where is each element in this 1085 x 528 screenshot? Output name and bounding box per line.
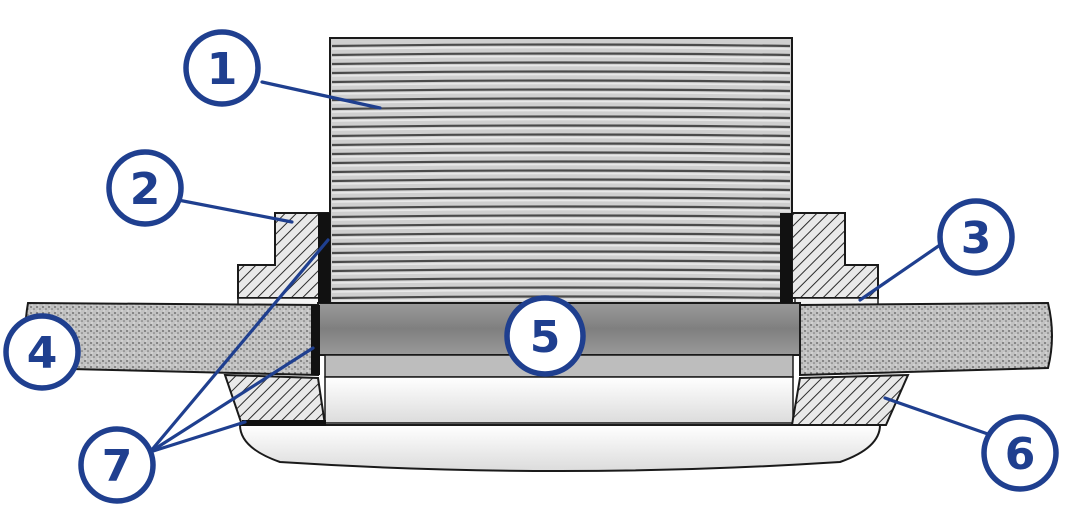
leader-2 [176, 198, 294, 224]
thread-groove [331, 196, 791, 201]
thread-groove [331, 268, 791, 273]
thread-groove [331, 223, 791, 228]
thread-groove [331, 205, 791, 210]
callout-1: 1 [183, 29, 261, 107]
callout-5: 5 [504, 295, 586, 377]
callout-7: 7 [78, 426, 156, 504]
leader-7b [148, 346, 315, 454]
svg-text:4: 4 [27, 328, 58, 379]
thread-highlight [331, 253, 791, 257]
thread-groove [331, 115, 791, 120]
leader-7c [148, 420, 247, 454]
thread-highlight [331, 235, 791, 239]
thread-highlight [331, 262, 791, 266]
thread-groove [331, 133, 791, 138]
callout-3: 3 [937, 198, 1015, 276]
sealant-beads [242, 213, 792, 426]
thread-highlight [331, 199, 791, 203]
thread-highlight [331, 208, 791, 212]
thread-groove [331, 88, 791, 93]
thread-groove [331, 160, 791, 165]
thread-highlight [331, 46, 791, 50]
thread-groove [331, 61, 791, 66]
thread-groove [331, 232, 791, 237]
thread-highlight [331, 145, 791, 149]
leader-6 [883, 396, 1007, 442]
thread-groove [331, 295, 791, 300]
thread-groove [331, 214, 791, 219]
leader-1 [260, 80, 382, 110]
thread-highlight [331, 163, 791, 167]
transducer-flange [238, 354, 882, 472]
thread-groove [331, 97, 791, 102]
leader-7a [148, 238, 330, 454]
leader-3 [858, 243, 942, 302]
leader-lines [148, 80, 1007, 454]
thread-highlight [331, 73, 791, 77]
thread-highlight [331, 118, 791, 122]
thread-highlight [331, 64, 791, 68]
thread-highlight [331, 154, 791, 158]
thread-highlight [331, 172, 791, 176]
thread-groove [331, 124, 791, 129]
thread-highlight [331, 136, 791, 140]
thread-highlight [331, 217, 791, 221]
threaded-stem [329, 37, 793, 304]
thread-highlight [331, 109, 791, 113]
svg-text:1: 1 [207, 44, 238, 95]
thread-groove [331, 286, 791, 291]
thread-highlight [331, 55, 791, 59]
thread-groove [331, 187, 791, 192]
svg-text:3: 3 [961, 213, 992, 264]
svg-text:5: 5 [530, 312, 561, 363]
thread-groove [331, 241, 791, 246]
thread-groove [331, 142, 791, 147]
thread-highlight [331, 127, 791, 131]
callout-4: 4 [3, 313, 81, 391]
thread-highlight [331, 190, 791, 194]
thread-highlight [331, 82, 791, 86]
thread-highlight [331, 289, 791, 293]
thread-highlight [331, 271, 791, 275]
thread-groove [331, 106, 791, 111]
hull [24, 301, 1053, 377]
thread-groove [331, 52, 791, 57]
thread-groove [331, 79, 791, 84]
thread-groove [331, 277, 791, 282]
svg-text:7: 7 [102, 441, 133, 492]
callout-6: 6 [981, 414, 1059, 492]
thread-groove [331, 178, 791, 183]
thread-highlight [331, 244, 791, 248]
thread-groove [331, 250, 791, 255]
thread-groove [331, 169, 791, 174]
thread-highlight [331, 226, 791, 230]
thread-groove [331, 70, 791, 75]
thread-highlight [331, 280, 791, 284]
thread-highlight [331, 181, 791, 185]
thread-highlight [331, 91, 791, 95]
thread-groove [331, 151, 791, 156]
thread-groove [331, 259, 791, 264]
callout-2: 2 [106, 149, 184, 227]
thread-groove [331, 43, 791, 48]
svg-text:2: 2 [130, 164, 161, 215]
svg-text:6: 6 [1005, 429, 1036, 480]
thread-highlight [331, 100, 791, 104]
